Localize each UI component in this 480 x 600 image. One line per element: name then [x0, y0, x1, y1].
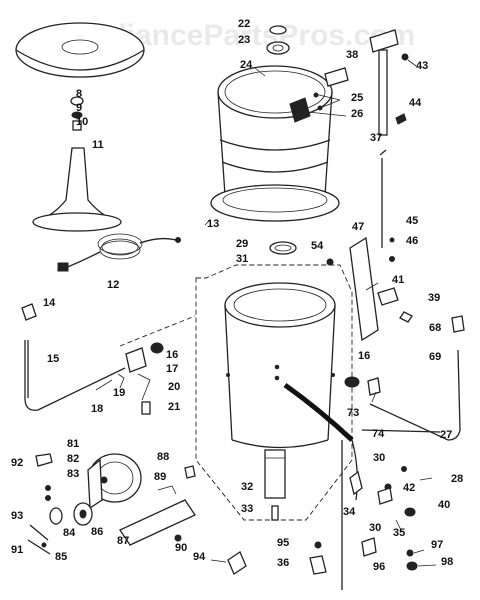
part-label-89: 89 — [154, 471, 166, 483]
part-label-43: 43 — [416, 60, 428, 72]
part-label-9: 9 — [76, 102, 82, 114]
part-label-88: 88 — [157, 451, 169, 463]
top-washers-part — [254, 25, 290, 77]
part-label-18: 18 — [91, 403, 103, 415]
part-label-24: 24 — [240, 59, 253, 71]
right-rod-parts — [369, 315, 465, 441]
part-label-54: 54 — [311, 240, 324, 252]
part-label-41: 41 — [392, 274, 404, 286]
part-label-83: 83 — [67, 468, 79, 480]
part-label-33: 33 — [241, 503, 253, 515]
part-label-37: 37 — [370, 132, 382, 144]
part-label-94: 94 — [193, 551, 206, 563]
part-label-87: 87 — [117, 535, 129, 547]
part-label-74: 74 — [372, 428, 385, 440]
part-label-68: 68 — [429, 322, 441, 334]
part-label-11: 11 — [92, 139, 104, 151]
suspension-rod-part — [369, 29, 417, 136]
motor-part — [87, 453, 142, 510]
part-label-38: 38 — [346, 49, 358, 61]
part-label-23: 23 — [238, 34, 250, 46]
part-label-92: 92 — [11, 457, 23, 469]
part-label-86: 86 — [91, 526, 103, 538]
part-label-36: 36 — [277, 557, 289, 569]
bottom-right-parts — [341, 439, 437, 590]
part-label-28: 28 — [451, 473, 463, 485]
part-label-16: 16 — [358, 350, 370, 362]
drive-shaft-part — [264, 449, 286, 521]
part-label-27: 27 — [440, 429, 452, 441]
part-label-20: 20 — [168, 381, 180, 393]
tub-bracket-part — [289, 67, 349, 123]
part-label-47: 47 — [352, 221, 364, 233]
part-label-69: 69 — [429, 351, 441, 363]
outer-tub-part — [204, 65, 340, 226]
left-hose-parts — [21, 303, 196, 415]
part-label-97: 97 — [431, 539, 443, 551]
part-label-82: 82 — [67, 453, 79, 465]
part-label-19: 19 — [113, 387, 125, 399]
tub-lid-part — [15, 22, 145, 78]
part-label-44: 44 — [409, 97, 422, 109]
right-side-parts — [326, 149, 413, 342]
part-label-10: 10 — [76, 116, 88, 128]
inner-tub-part — [195, 264, 354, 521]
part-label-91: 91 — [11, 544, 23, 556]
part-label-81: 81 — [67, 438, 79, 450]
part-label-42: 42 — [403, 482, 415, 494]
part-label-93: 93 — [11, 510, 23, 522]
part-label-96: 96 — [373, 561, 385, 573]
part-label-29: 29 — [236, 238, 248, 250]
part-label-45: 45 — [406, 215, 418, 227]
bottom-center-parts — [210, 541, 327, 575]
part-label-31: 31 — [236, 253, 248, 265]
part-label-15: 15 — [47, 353, 59, 365]
part-label-22: 22 — [238, 18, 250, 30]
part-label-35: 35 — [393, 527, 405, 539]
part-label-84: 84 — [63, 527, 76, 539]
small-stack-parts — [70, 96, 84, 131]
part-label-95: 95 — [277, 537, 289, 549]
part-label-98: 98 — [441, 556, 453, 568]
part-label-17: 17 — [166, 363, 178, 375]
part-label-39: 39 — [428, 292, 440, 304]
part-label-25: 25 — [351, 92, 363, 104]
part-label-32: 32 — [241, 481, 253, 493]
agitator-post-part — [32, 147, 122, 232]
power-cord-part — [57, 233, 181, 272]
seal-ring-part — [269, 241, 297, 255]
part-label-8: 8 — [76, 88, 82, 100]
part-label-13: 13 — [207, 218, 219, 230]
part-label-90: 90 — [175, 542, 187, 554]
part-label-73: 73 — [347, 407, 359, 419]
motor-mount-parts — [27, 453, 196, 555]
part-label-85: 85 — [55, 551, 67, 563]
part-label-14: 14 — [43, 297, 56, 309]
part-label-26: 26 — [351, 108, 363, 120]
part-label-30: 30 — [373, 452, 385, 464]
part-label-34: 34 — [343, 506, 356, 518]
part-label-40: 40 — [438, 499, 450, 511]
part-label-21: 21 — [168, 401, 180, 413]
pump-connector-parts — [344, 376, 441, 433]
part-label-12: 12 — [107, 279, 119, 291]
part-label-30: 30 — [369, 522, 381, 534]
part-label-46: 46 — [406, 235, 418, 247]
part-label-16: 16 — [166, 349, 178, 361]
